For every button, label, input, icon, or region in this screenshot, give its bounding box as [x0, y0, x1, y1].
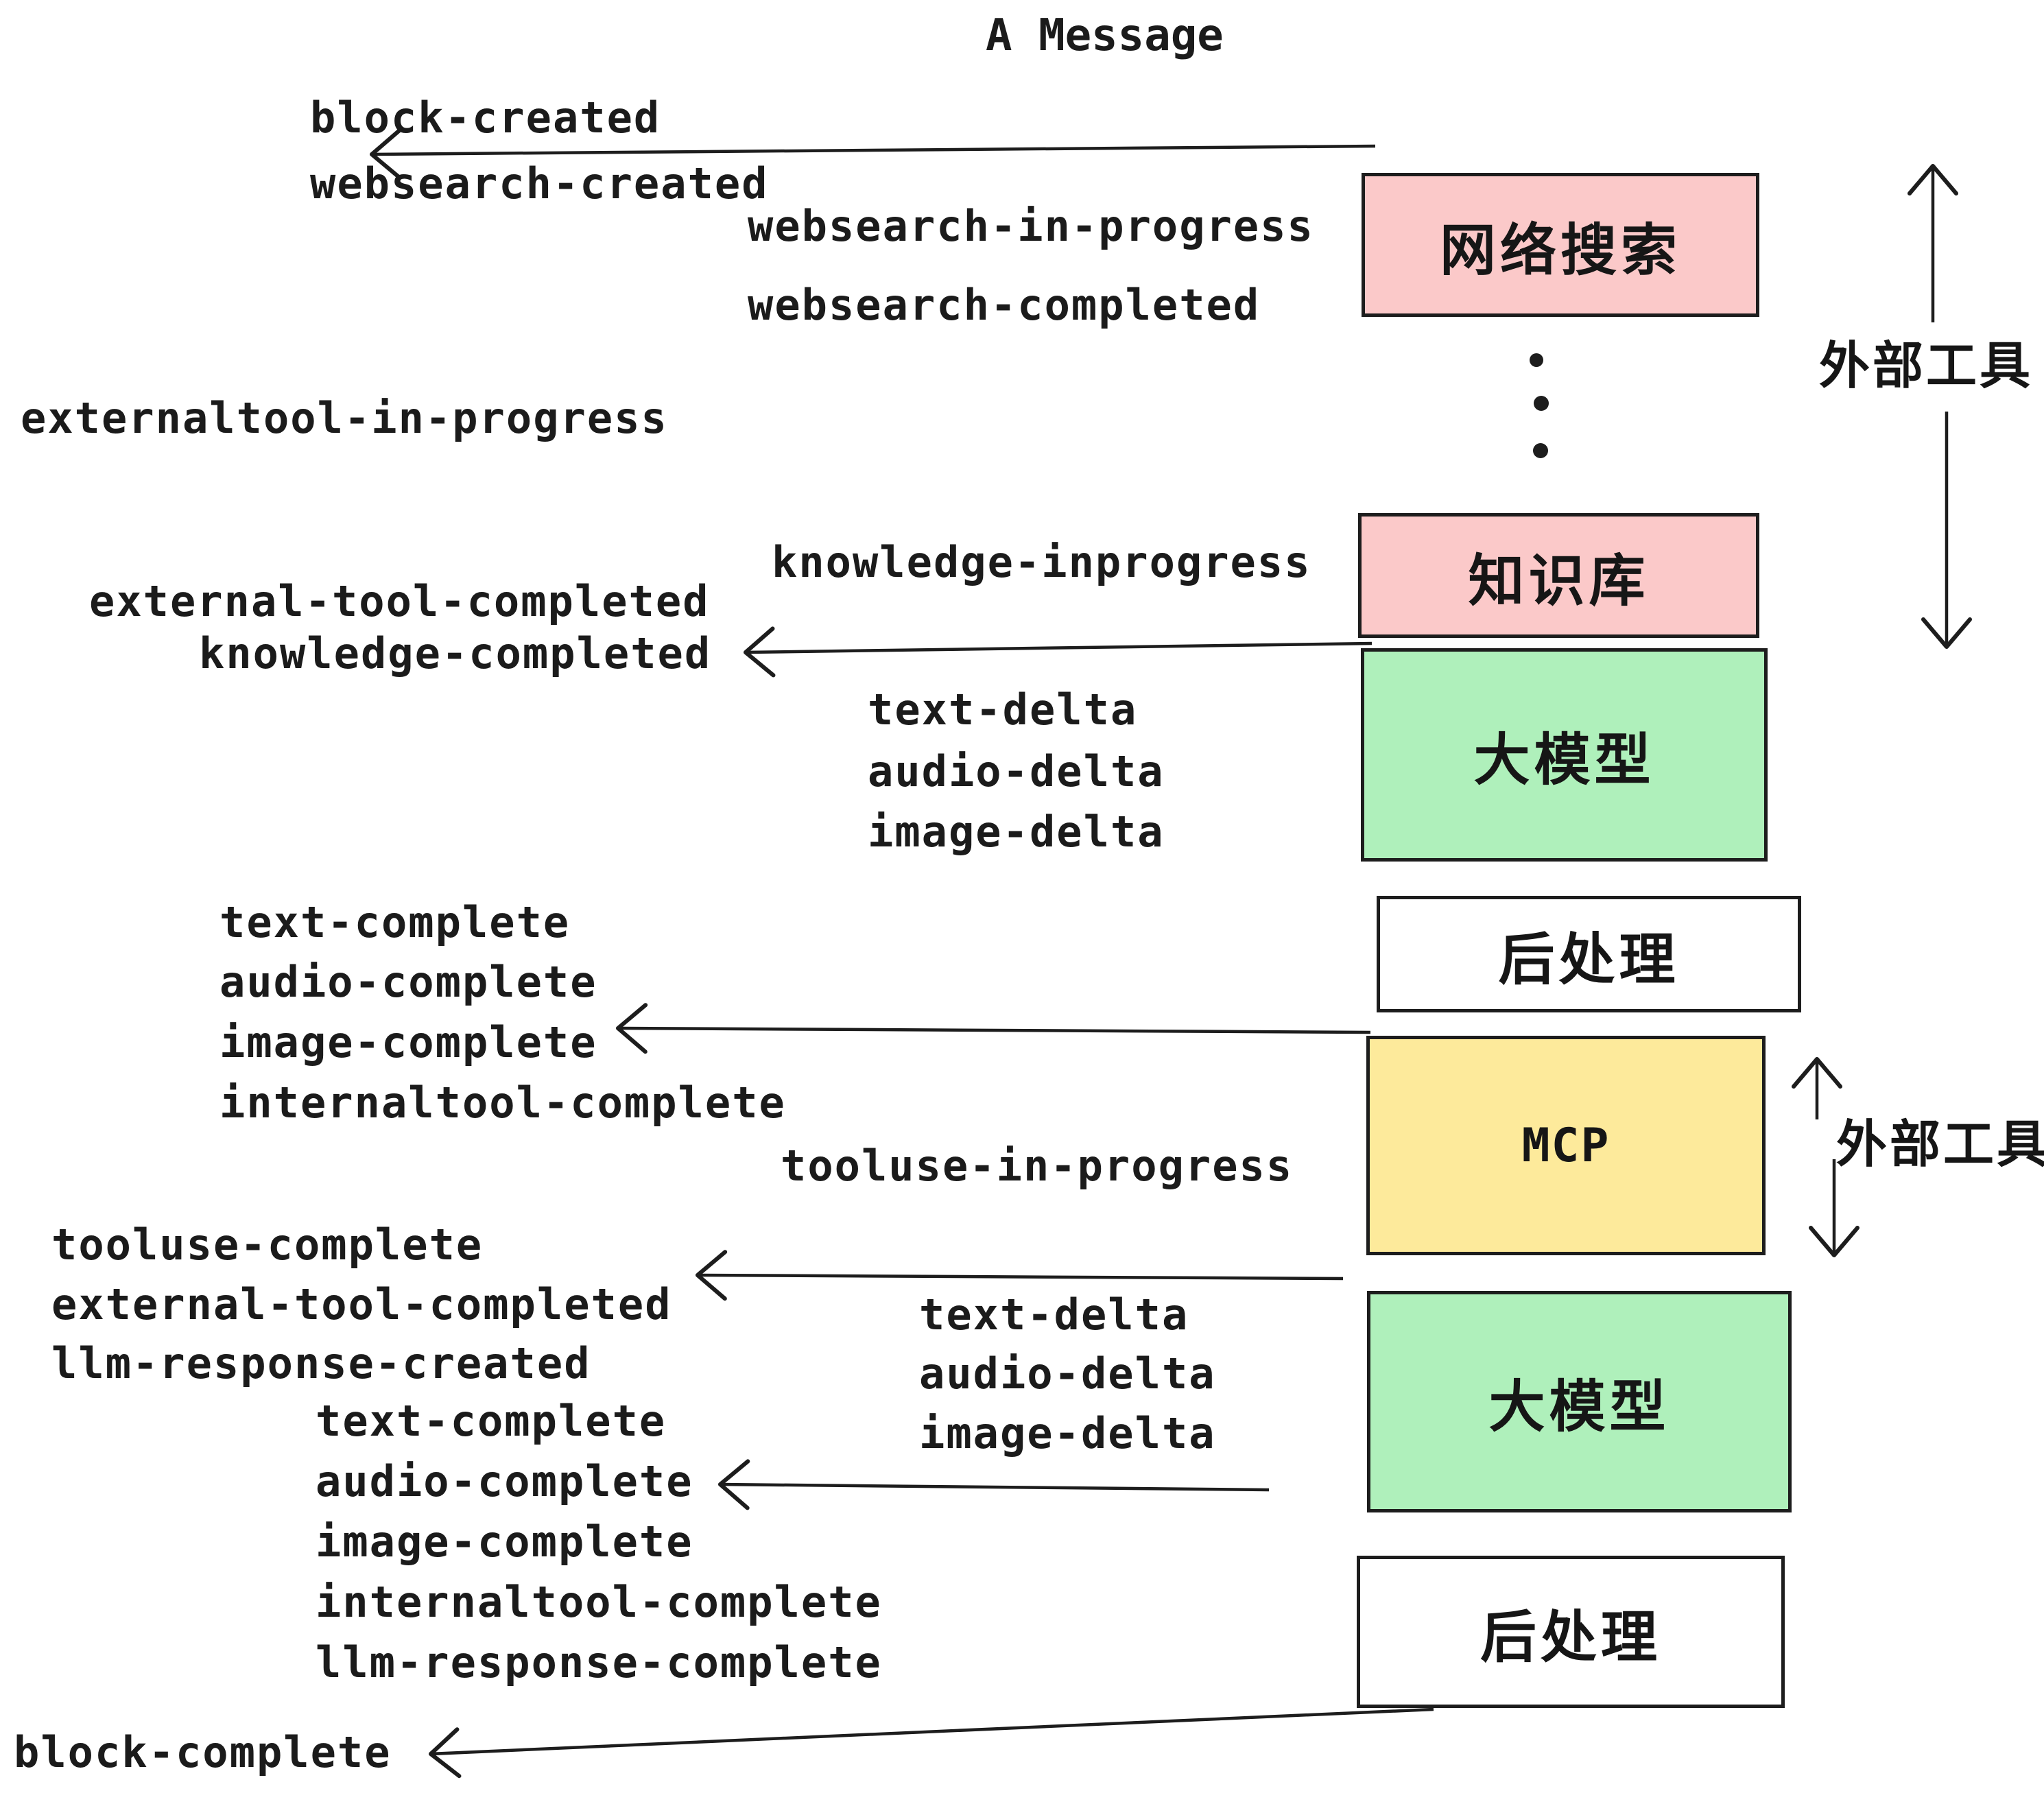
event-image-delta-2: image-delta	[919, 1408, 1216, 1458]
arrow-audio-complete	[718, 1459, 1270, 1510]
event-externaltool-in-progress: externaltool-in-progress	[21, 393, 668, 443]
arrow-block-complete	[429, 1707, 1434, 1779]
event-block-created: block-created	[310, 93, 661, 143]
ellipsis-dot	[1533, 443, 1548, 458]
box-postprocess-2: 后处理	[1357, 1556, 1785, 1708]
box-llm-2: 大模型	[1367, 1291, 1792, 1512]
event-image-delta-1: image-delta	[868, 807, 1165, 857]
arrow-block-created	[370, 128, 1376, 180]
external-tools-label-2: 外部工具	[1836, 1115, 2044, 1173]
event-text-complete-2: text-complete	[316, 1396, 667, 1446]
arrow-knowledge-completed	[744, 626, 1372, 678]
box-postprocess-1: 后处理	[1377, 896, 1801, 1012]
event-text-complete-1: text-complete	[219, 897, 571, 947]
box-postprocess-2-label: 后处理	[1479, 1606, 1661, 1669]
event-text-delta-2: text-delta	[919, 1290, 1189, 1340]
box-websearch-label: 网络搜索	[1439, 219, 1681, 282]
event-knowledge-inprogress: knowledge-inprogress	[772, 537, 1311, 587]
event-llm-response-complete: llm-response-complete	[316, 1637, 882, 1687]
event-image-complete-1: image-complete	[219, 1017, 597, 1067]
diagram-title: A Message	[986, 10, 1224, 61]
arrow-tooluse-complete	[696, 1250, 1344, 1301]
box-websearch: 网络搜索	[1362, 173, 1759, 317]
arrow-image-complete	[616, 1003, 1371, 1054]
event-audio-complete-2: audio-complete	[316, 1456, 693, 1506]
event-websearch-created: websearch-created	[310, 158, 769, 209]
event-internaltool-complete-1: internaltool-complete	[219, 1078, 786, 1128]
event-llm-response-created: llm-response-created	[51, 1338, 591, 1388]
event-text-delta-1: text-delta	[868, 685, 1138, 735]
box-mcp-label: MCP	[1521, 1118, 1611, 1173]
event-internaltool-complete-2: internaltool-complete	[316, 1577, 882, 1627]
event-block-complete: block-complete	[14, 1727, 392, 1777]
event-audio-complete-1: audio-complete	[219, 957, 597, 1007]
box-llm-1-label: 大模型	[1473, 729, 1655, 792]
box-knowledge: 知识库	[1358, 513, 1759, 638]
event-image-complete-2: image-complete	[316, 1517, 693, 1567]
event-audio-delta-2: audio-delta	[919, 1349, 1216, 1399]
external-tools-label-1: 外部工具	[1819, 337, 2033, 394]
event-websearch-completed: websearch-completed	[748, 280, 1261, 330]
event-tooluse-complete: tooluse-complete	[51, 1220, 484, 1270]
box-postprocess-1-label: 后处理	[1498, 928, 1680, 991]
box-knowledge-label: 知识库	[1468, 549, 1650, 613]
event-external-tool-completed-2: external-tool-completed	[51, 1279, 672, 1329]
event-knowledge-completed: knowledge-completed	[199, 628, 712, 678]
event-tooluse-in-progress: tooluse-in-progress	[781, 1141, 1294, 1191]
event-websearch-in-progress: websearch-in-progress	[748, 201, 1314, 251]
event-external-tool-completed-1: external-tool-completed	[89, 576, 710, 626]
ellipsis-dot	[1534, 396, 1549, 411]
box-llm-2-label: 大模型	[1488, 1376, 1670, 1438]
ellipsis-dot	[1530, 353, 1543, 367]
box-mcp: MCP	[1366, 1036, 1766, 1255]
event-audio-delta-1: audio-delta	[868, 746, 1165, 796]
box-llm-1: 大模型	[1361, 648, 1768, 862]
